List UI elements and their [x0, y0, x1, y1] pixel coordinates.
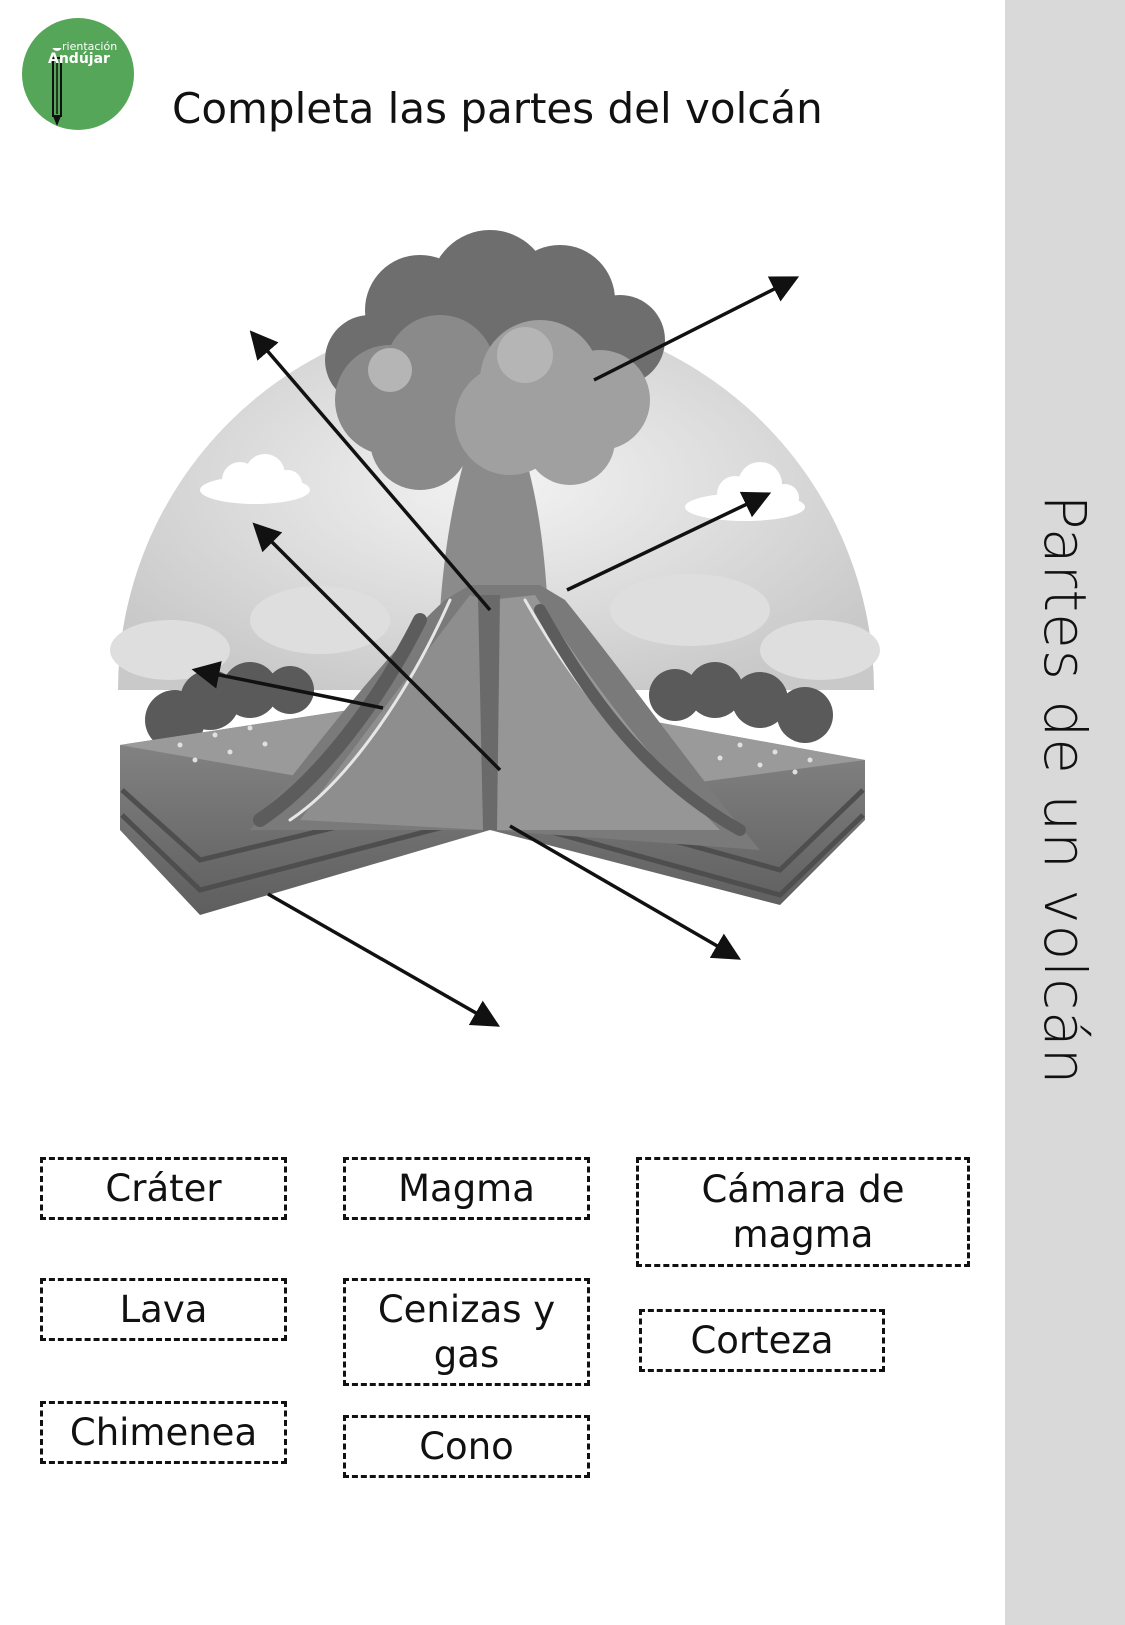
white-cloud-left [200, 454, 310, 504]
ground-specks [177, 725, 813, 775]
word-label: Cenizas y gas [377, 1288, 556, 1376]
logo-text-name: Andújar [48, 51, 110, 67]
word-box-crater: Cráter [40, 1157, 287, 1220]
word-label: Cráter [105, 1167, 222, 1210]
word-box-lava: Lava [40, 1278, 287, 1341]
arrow-to-label-2 [593, 276, 800, 382]
word-label: Magma [398, 1167, 535, 1210]
background-clouds [110, 574, 880, 680]
sidebar-title: Partes de un volcán [1031, 494, 1099, 1086]
arrow-to-label-4 [566, 491, 772, 592]
label-arrows [191, 276, 800, 1027]
logo-text-top: rientación [62, 40, 118, 53]
pencil-icon [52, 48, 62, 126]
ash-plume [325, 230, 665, 610]
volcano-chimney [478, 595, 500, 830]
cone-cut-left [300, 595, 485, 830]
word-label: Cono [419, 1425, 514, 1468]
word-label: Corteza [690, 1319, 834, 1362]
word-label: Cámara de magma [701, 1168, 905, 1256]
arrow-to-label-6 [509, 824, 742, 960]
lava-flows [253, 598, 746, 836]
page-title: Completa las partes del volcán [172, 84, 823, 133]
word-box-chimney: Chimenea [40, 1401, 287, 1464]
logo: rientación Andújar [22, 18, 134, 130]
arrow-to-label-5 [191, 661, 384, 710]
word-box-magma: Magma [343, 1157, 590, 1220]
word-box-cone: Cono [343, 1415, 590, 1478]
word-label: Chimenea [69, 1411, 258, 1454]
arrow-to-label-1 [249, 330, 492, 612]
sidebar-panel [1005, 0, 1125, 1625]
bushes-right [649, 662, 833, 743]
word-box-crust: Corteza [639, 1309, 885, 1372]
word-label: Lava [119, 1288, 208, 1331]
arrow-to-label-3 [252, 522, 502, 772]
volcano-diagram [110, 230, 880, 1027]
word-box-ash-gas: Cenizas y gas [343, 1278, 590, 1386]
arrow-to-label-7 [267, 892, 501, 1027]
word-box-magma-chamber: Cámara de magma [636, 1157, 970, 1267]
